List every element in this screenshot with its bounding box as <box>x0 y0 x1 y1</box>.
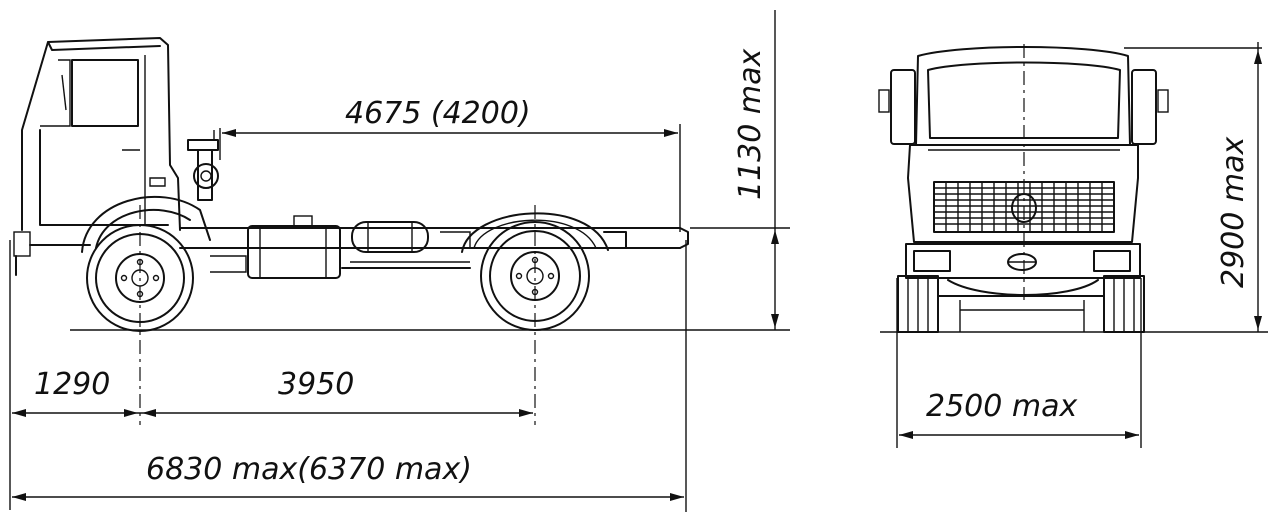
front-view: 2900 max 2500 max <box>878 42 1268 448</box>
side-view: 4675 (4200) 1130 max 1290 3950 <box>9 10 790 512</box>
air-intake <box>187 130 219 201</box>
overall-length-label: 6830 max(6370 max) <box>146 452 472 487</box>
frame-height-label: 1130 max <box>733 49 768 200</box>
dimension-width: 2500 max <box>896 278 1142 448</box>
width-label: 2500 max <box>926 389 1077 424</box>
cab-side <box>13 37 181 276</box>
fuel-tank <box>247 215 341 279</box>
dimension-cargo-length: 4675 (4200) <box>219 96 681 232</box>
mirrors <box>878 69 1169 145</box>
air-tank <box>341 221 471 269</box>
front-wheels <box>897 275 1145 333</box>
rear-wheel <box>461 212 627 331</box>
dimension-overhang-wheelbase: 1290 3950 <box>9 240 533 510</box>
cab-front <box>907 46 1139 243</box>
front-wheel <box>81 195 247 332</box>
height-label: 2900 max <box>1216 137 1251 288</box>
bumper <box>905 243 1141 296</box>
dimension-height: 2900 max <box>1124 42 1262 332</box>
dimension-overall-length: 6830 max(6370 max) <box>12 240 687 512</box>
cargo-length-label: 4675 (4200) <box>345 96 531 131</box>
front-overhang-label: 1290 <box>34 367 110 402</box>
chassis-frame <box>179 227 689 249</box>
wheelbase-label: 3950 <box>278 367 354 402</box>
dimension-frame-height: 1130 max <box>690 10 790 330</box>
